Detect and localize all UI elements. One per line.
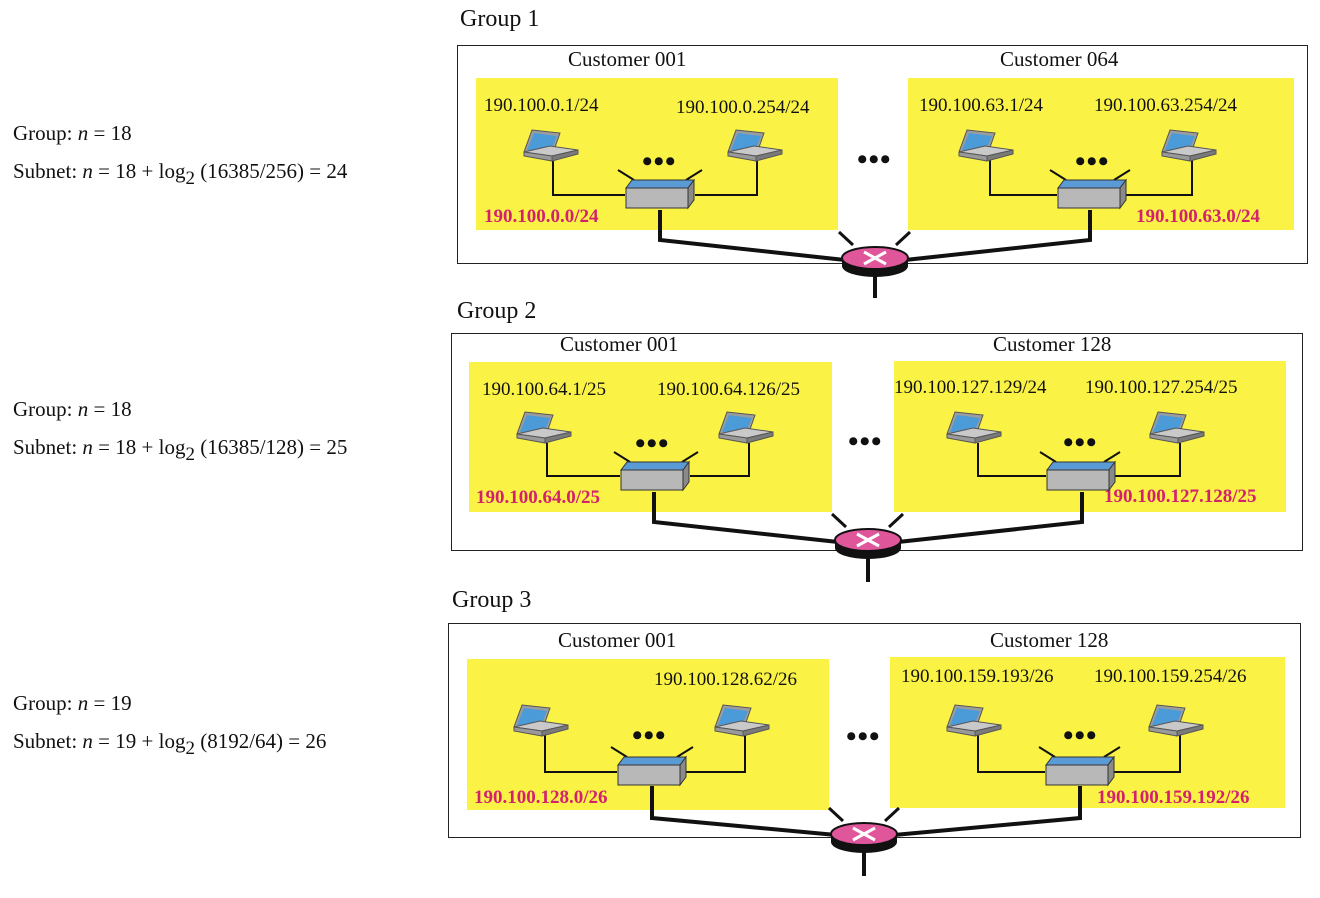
router-icon bbox=[830, 822, 898, 853]
host-ip-label: 190.100.159.193/26 bbox=[901, 666, 1054, 687]
switch-icon bbox=[1045, 755, 1115, 787]
laptop-icon bbox=[1149, 411, 1205, 444]
laptop-icon bbox=[523, 129, 579, 162]
laptop-icon bbox=[714, 704, 770, 737]
switch-icon bbox=[1046, 460, 1116, 492]
laptop-icon bbox=[513, 704, 569, 737]
group-prefix-formula: Group: n = 18 bbox=[13, 121, 132, 145]
subnet-prefix-formula: Subnet: n = 19 + log2 (8192/64) = 26 bbox=[13, 729, 327, 759]
network-address: 190.100.127.128/25 bbox=[1104, 486, 1257, 507]
laptop-icon bbox=[1161, 129, 1217, 162]
network-address: 190.100.159.192/26 bbox=[1097, 787, 1250, 808]
group-prefix-formula: Group: n = 19 bbox=[13, 691, 132, 715]
network-address: 190.100.63.0/24 bbox=[1136, 206, 1261, 227]
customer-title: Customer 128 bbox=[993, 332, 1112, 356]
customer-title: Customer 128 bbox=[990, 628, 1109, 652]
more-customers-ellipsis: ••• bbox=[846, 720, 881, 753]
laptop-icon bbox=[718, 411, 774, 444]
laptop-icon bbox=[946, 704, 1002, 737]
more-hosts-ellipsis: ••• bbox=[1063, 426, 1098, 459]
host-ip-label: 190.100.127.254/25 bbox=[1085, 377, 1238, 398]
customer-title: Customer 001 bbox=[560, 332, 679, 356]
host-ip-label: 190.100.64.126/25 bbox=[657, 379, 801, 400]
group-prefix-formula: Group: n = 18 bbox=[13, 397, 132, 421]
more-hosts-ellipsis: ••• bbox=[1075, 145, 1110, 178]
router-icon bbox=[841, 246, 909, 277]
switch-icon bbox=[1057, 178, 1127, 210]
group-title: Group 1 bbox=[460, 6, 540, 32]
group-title: Group 2 bbox=[457, 298, 537, 324]
host-ip-label: 190.100.63.254/24 bbox=[1094, 95, 1238, 116]
host-ip-label: 190.100.64.1/25 bbox=[482, 379, 607, 400]
laptop-icon bbox=[958, 129, 1014, 162]
laptop-icon bbox=[727, 129, 783, 162]
host-ip-label: 190.100.0.254/24 bbox=[676, 97, 810, 118]
network-address: 190.100.128.0/26 bbox=[474, 787, 608, 808]
host-ip-label: 190.100.127.129/24 bbox=[894, 377, 1047, 398]
switch-icon bbox=[617, 755, 687, 787]
host-ip-label: 190.100.0.1/24 bbox=[484, 95, 599, 116]
more-customers-ellipsis: ••• bbox=[857, 143, 892, 176]
more-hosts-ellipsis: ••• bbox=[632, 719, 667, 752]
group-title: Group 3 bbox=[452, 587, 532, 613]
subnet-prefix-formula: Subnet: n = 18 + log2 (16385/128) = 25 bbox=[13, 435, 348, 465]
more-hosts-ellipsis: ••• bbox=[635, 427, 670, 460]
more-hosts-ellipsis: ••• bbox=[642, 145, 677, 178]
host-ip-label: 190.100.128.62/26 bbox=[654, 669, 798, 690]
host-ip-label: 190.100.159.254/26 bbox=[1094, 666, 1247, 687]
customer-title: Customer 001 bbox=[568, 47, 687, 71]
more-customers-ellipsis: ••• bbox=[848, 425, 883, 458]
customer-title: Customer 001 bbox=[558, 628, 677, 652]
switch-icon bbox=[625, 178, 695, 210]
network-address: 190.100.64.0/25 bbox=[476, 487, 601, 508]
subnet-prefix-formula: Subnet: n = 18 + log2 (16385/256) = 24 bbox=[13, 159, 348, 189]
switch-icon bbox=[620, 460, 690, 492]
customer-title: Customer 064 bbox=[1000, 47, 1119, 71]
host-ip-label: 190.100.63.1/24 bbox=[919, 95, 1044, 116]
laptop-icon bbox=[516, 411, 572, 444]
laptop-icon bbox=[1148, 704, 1204, 737]
laptop-icon bbox=[946, 411, 1002, 444]
router-icon bbox=[834, 528, 902, 559]
more-hosts-ellipsis: ••• bbox=[1063, 719, 1098, 752]
network-address: 190.100.0.0/24 bbox=[484, 206, 599, 227]
